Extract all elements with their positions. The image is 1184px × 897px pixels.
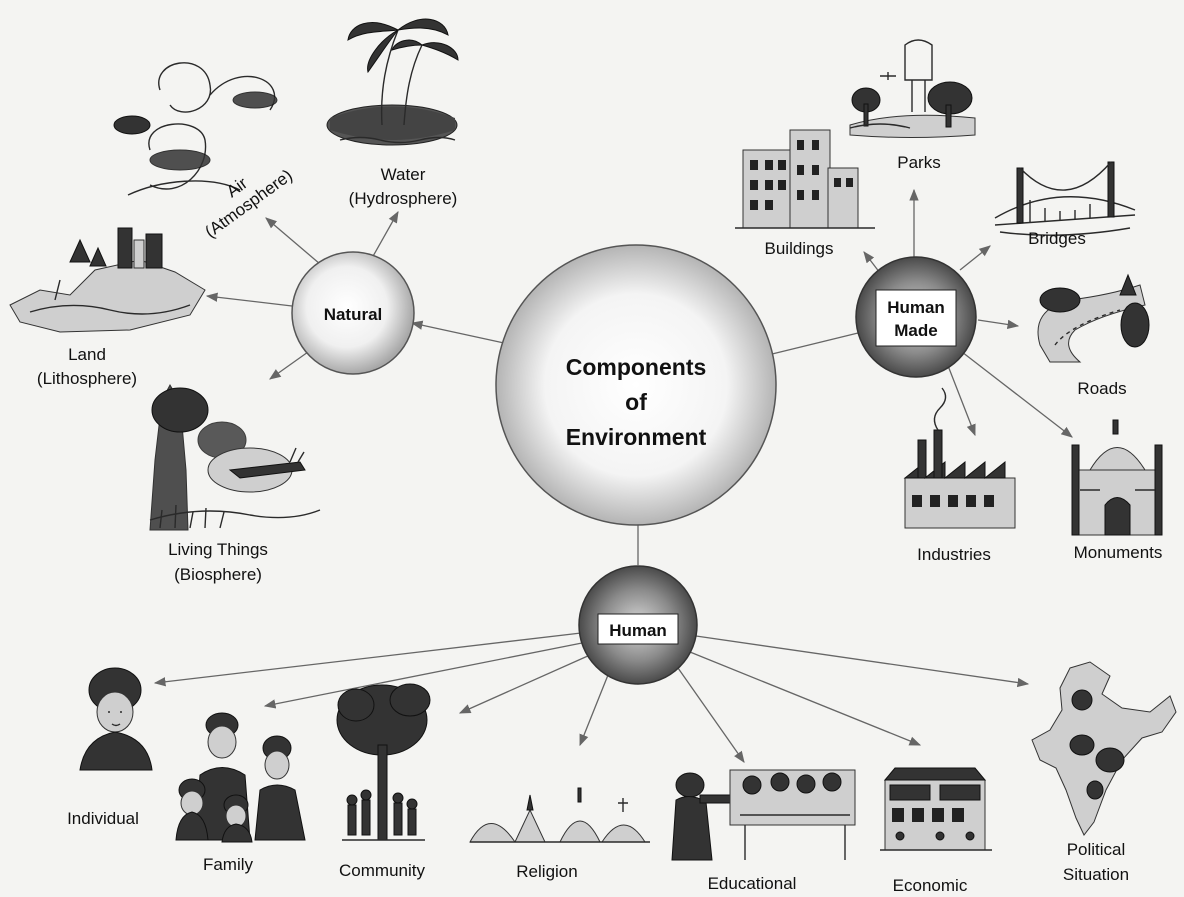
human-node: Human (578, 565, 698, 685)
arrow-to-monuments (961, 351, 1073, 438)
political-label-line-1: Political (1067, 840, 1126, 859)
arrow-center-natural (410, 320, 505, 344)
religion-illustration (469, 787, 650, 843)
religion-label: Religion (516, 862, 577, 881)
center-circle (495, 244, 777, 526)
land-label-line-1: Land (68, 345, 106, 364)
human-made-label-line-2: Made (894, 321, 937, 340)
connector-arrows (153, 188, 1073, 763)
living-things-illustration (149, 383, 321, 531)
arrow-to-political (695, 635, 1030, 688)
buildings-label: Buildings (765, 239, 834, 258)
natural-circle (291, 251, 415, 375)
arrow-to-industries (944, 357, 976, 437)
natural-label: Natural (324, 305, 383, 324)
parks-illustration (849, 39, 976, 138)
political-india-map-illustration (1031, 661, 1177, 836)
arrow-to-community (458, 654, 591, 714)
arrow-to-roads (977, 319, 1020, 330)
arrow-to-living (269, 351, 309, 380)
individual-label: Individual (67, 809, 139, 828)
air-illustration (113, 62, 278, 196)
community-label: Community (339, 861, 425, 880)
human-component-labels: Individual Family Community Religion Edu… (67, 809, 1129, 895)
living-label-line-1: Living Things (168, 540, 268, 559)
arrow-to-religion (579, 669, 611, 747)
industries-illustration (903, 387, 1016, 529)
center-title-line-3: Environment (566, 424, 707, 450)
arrow-to-individual (153, 632, 582, 687)
family-illustration (175, 712, 306, 843)
center-title-line-1: Components (566, 354, 707, 380)
arrow-to-educational (677, 667, 745, 763)
individual-illustration (79, 667, 153, 771)
arrow-to-buildings (863, 251, 881, 274)
human-made-component-labels: Buildings Parks Bridges Roads Industries… (765, 153, 1163, 564)
human-made-node: Human Made (855, 256, 977, 378)
political-label-line-2: Situation (1063, 865, 1129, 884)
bridges-label: Bridges (1028, 229, 1086, 248)
bridges-illustration (994, 161, 1136, 236)
roads-illustration (1037, 273, 1150, 363)
human-label: Human (609, 621, 667, 640)
center-title-line-2: of (625, 389, 647, 415)
arrow-to-air (265, 217, 321, 265)
industries-label: Industries (917, 545, 991, 564)
center-node: Components of Environment (495, 244, 777, 526)
arrow-to-family (263, 642, 583, 709)
parks-label: Parks (897, 153, 940, 172)
natural-component-labels: Air (Atmosphere) Water (Hydrosphere) Lan… (37, 165, 458, 584)
arrow-to-land (205, 292, 293, 307)
arrow-to-water (371, 210, 399, 259)
educational-label: Educational (708, 874, 797, 893)
arrow-center-human-made (767, 332, 859, 356)
land-illustration (9, 227, 206, 333)
economic-illustration (880, 767, 992, 851)
family-label: Family (203, 855, 254, 874)
human-made-label-box (875, 289, 957, 347)
water-label-line-1: Water (381, 165, 426, 184)
natural-node: Natural (291, 251, 415, 375)
economic-label: Economic (893, 876, 968, 895)
educational-illustration (671, 769, 856, 861)
monuments-label: Monuments (1074, 543, 1163, 562)
water-illustration (326, 18, 459, 146)
water-label-line-2: (Hydrosphere) (349, 189, 458, 208)
land-label-line-2: (Lithosphere) (37, 369, 137, 388)
monuments-illustration (1071, 419, 1163, 536)
community-illustration (336, 683, 431, 841)
living-label-line-2: (Biosphere) (174, 565, 262, 584)
human-made-label-line-1: Human (887, 298, 945, 317)
human-label-box (597, 613, 679, 645)
arrow-to-economic (689, 651, 922, 746)
buildings-illustration (735, 129, 875, 229)
arrow-to-bridges (959, 245, 991, 271)
air-label-line-2: (Atmosphere) (201, 166, 295, 242)
roads-label: Roads (1077, 379, 1126, 398)
